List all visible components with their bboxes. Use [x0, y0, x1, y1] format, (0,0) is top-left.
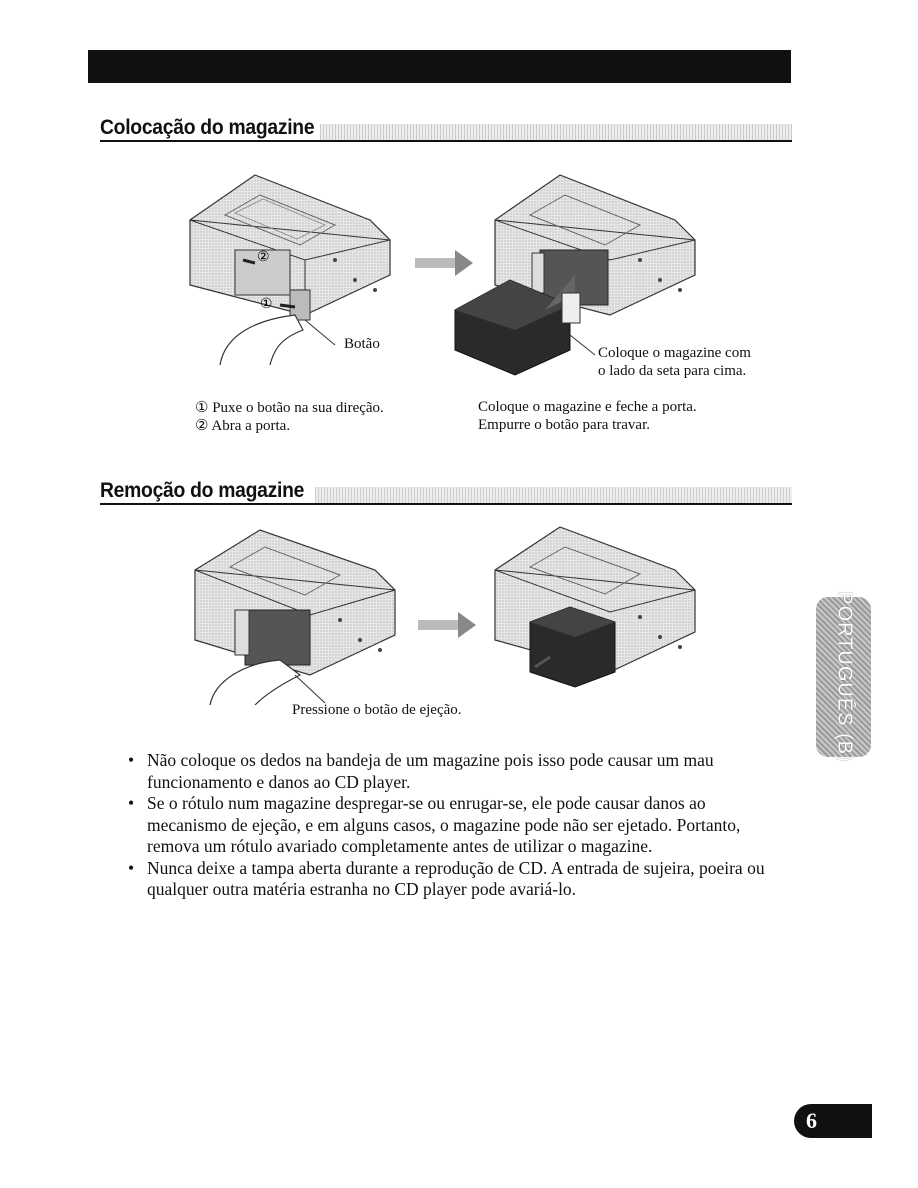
- caption-insert-line1: Coloque o magazine e feche a porta.: [478, 399, 697, 415]
- bullet-icon: •: [128, 793, 135, 813]
- arrow-right-icon: [418, 612, 476, 638]
- caption-step-2: ② Abra a porta.: [195, 418, 291, 434]
- insert-callout: Coloque o magazine com o lado da seta pa…: [598, 344, 751, 380]
- bullet-icon: •: [128, 750, 135, 770]
- caption-insert-line2: Empurre o botão para travar.: [478, 417, 651, 433]
- list-item: • Se o rótulo num magazine despregar-se …: [128, 793, 768, 858]
- step-2-marker: ②: [257, 250, 270, 265]
- insert-callout-line2: o lado da seta para cima.: [598, 363, 747, 379]
- figure-press-eject: [194, 529, 396, 705]
- header-rule: [100, 503, 792, 505]
- insert-callout-line1: Coloque o magazine com: [598, 345, 751, 361]
- button-label: Botão: [344, 336, 380, 352]
- section-title-insertion: Colocação do magazine: [100, 116, 315, 139]
- section-header-insertion: Colocação do magazine: [100, 114, 792, 142]
- language-tab-label: PORTUGUÊS (B): [833, 591, 855, 763]
- note-text: Se o rótulo num magazine despregar-se ou…: [147, 793, 741, 856]
- figure-open-door: ② ①: [189, 174, 391, 366]
- header-bar: [88, 50, 791, 83]
- figure-magazine-ejected: [494, 526, 696, 688]
- arrow-right-icon: [415, 250, 473, 276]
- figure-insert-magazine: [454, 174, 696, 376]
- eject-label: Pressione o botão de ejeção.: [292, 702, 462, 718]
- caption-step-1: ① Puxe o botão na sua direção.: [195, 400, 384, 416]
- section-header-removal: Remoção do magazine: [100, 477, 792, 505]
- section-title-removal: Remoção do magazine: [100, 479, 305, 502]
- list-item: • Nunca deixe a tampa aberta durante a r…: [128, 858, 768, 901]
- page-number-badge: 6: [794, 1104, 872, 1138]
- note-text: Não coloque os dedos na bandeja de um ma…: [147, 750, 714, 792]
- caption-insert-steps: Coloque o magazine e feche a porta. Empu…: [478, 398, 697, 434]
- note-text: Nunca deixe a tampa aberta durante a rep…: [147, 857, 765, 900]
- header-shade: [320, 124, 792, 140]
- list-item: • Não coloque os dedos na bandeja de um …: [128, 750, 768, 793]
- header-shade: [315, 487, 792, 503]
- caption-open-steps: ① Puxe o botão na sua direção. ② Abra a …: [195, 399, 384, 435]
- language-tab: PORTUGUÊS (B): [816, 591, 871, 763]
- notes-list: • Não coloque os dedos na bandeja de um …: [128, 750, 768, 901]
- step-1-marker: ①: [260, 297, 273, 312]
- bullet-icon: •: [128, 857, 135, 878]
- page-number: 6: [806, 1108, 817, 1133]
- header-rule: [100, 140, 792, 142]
